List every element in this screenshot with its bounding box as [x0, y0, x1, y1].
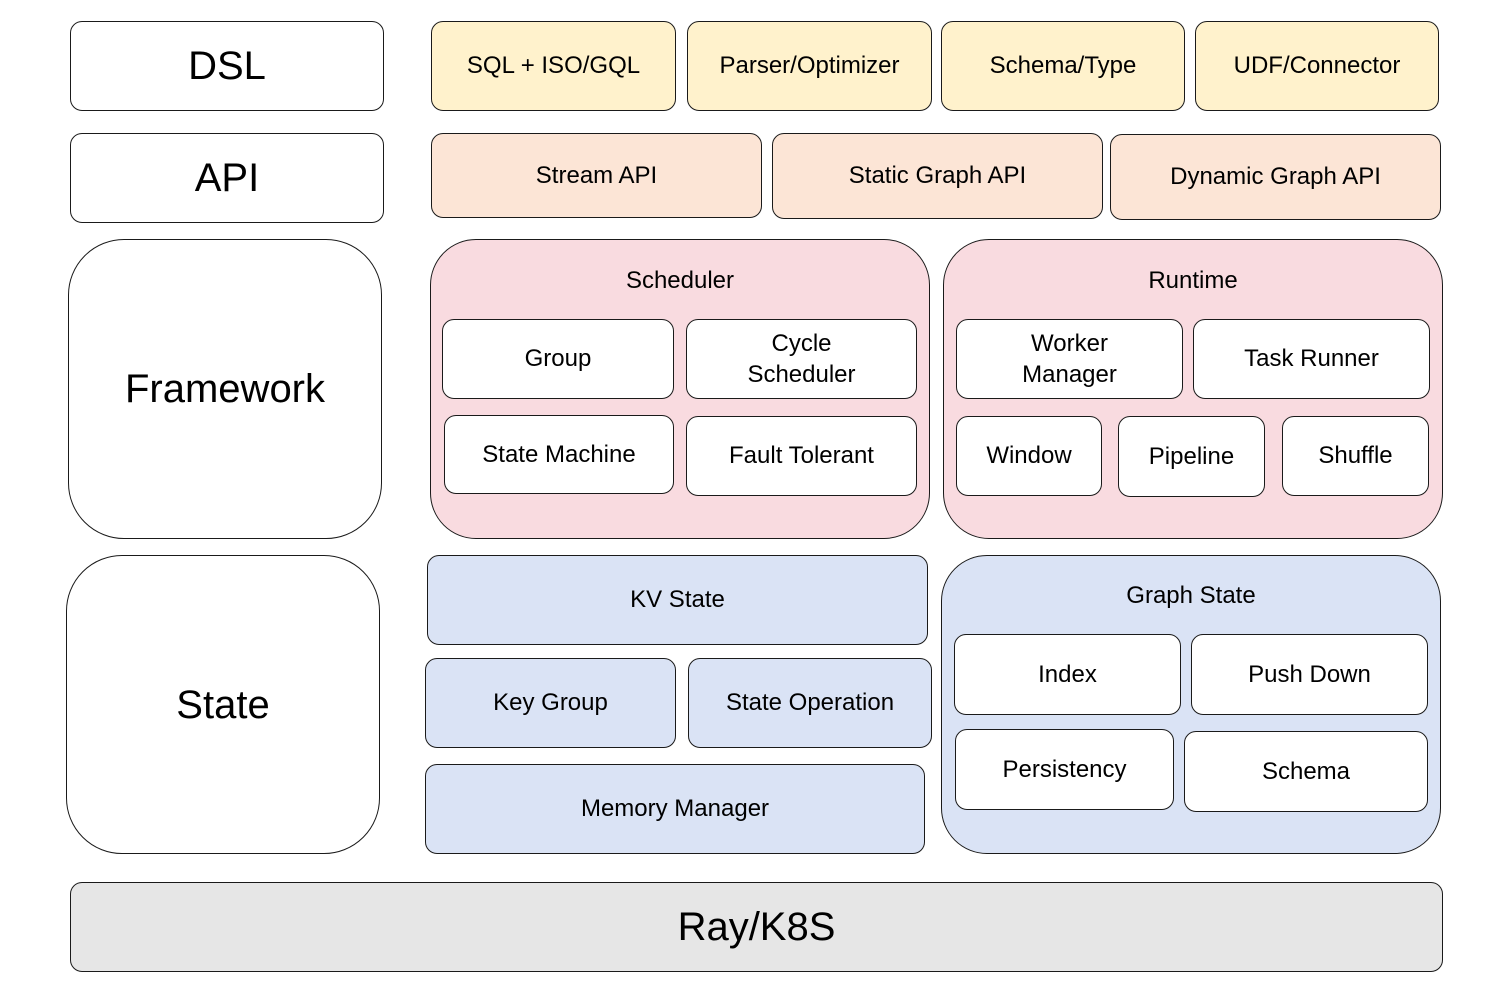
- dsl-parser-optimizer: Parser/Optimizer: [687, 21, 932, 111]
- component-label: State Machine: [482, 440, 636, 468]
- layer-label-state: State: [66, 555, 380, 854]
- component-label: Static Graph API: [848, 162, 1027, 190]
- component-label: Dynamic Graph API: [1170, 163, 1381, 191]
- layer-label-api: API: [70, 133, 384, 223]
- runtime-task-runner: Task Runner: [1193, 319, 1430, 399]
- state-state-operation: State Operation: [688, 658, 932, 748]
- component-label: Window: [986, 442, 1072, 470]
- layer-label-text: Framework: [124, 367, 326, 411]
- layer-label-text: API: [194, 156, 260, 200]
- component-label: Task Runner: [1244, 345, 1379, 373]
- graph-state-title: Graph State: [1126, 582, 1256, 609]
- layer-label-text: State: [176, 682, 270, 727]
- graph-state-schema: Schema: [1184, 731, 1428, 812]
- graph-state-index: Index: [954, 634, 1181, 715]
- dsl-sql-iso-gql: SQL + ISO/GQL: [431, 21, 676, 111]
- runtime-pipeline: Pipeline: [1118, 416, 1265, 497]
- runtime-worker-manager: Worker Manager: [956, 319, 1183, 399]
- component-label: Cycle Scheduler: [747, 329, 856, 388]
- component-label: Schema/Type: [989, 52, 1137, 80]
- component-label: Fault Tolerant: [729, 442, 874, 470]
- graph-state-push-down: Push Down: [1191, 634, 1428, 715]
- api-static-graph: Static Graph API: [772, 133, 1103, 219]
- component-label: Group: [524, 345, 592, 373]
- component-label: UDF/Connector: [1233, 52, 1401, 80]
- scheduler-group-box: Group: [442, 319, 674, 399]
- component-label: Shuffle: [1318, 442, 1393, 470]
- component-label: Stream API: [535, 161, 658, 189]
- component-label: Schema: [1261, 757, 1351, 785]
- component-label: Memory Manager: [580, 795, 770, 823]
- scheduler-cycle-scheduler: Cycle Scheduler: [686, 319, 917, 399]
- api-dynamic-graph: Dynamic Graph API: [1110, 134, 1441, 220]
- component-label: Key Group: [493, 689, 608, 717]
- runtime-shuffle: Shuffle: [1282, 416, 1429, 496]
- component-label: Parser/Optimizer: [719, 52, 900, 80]
- component-label: KV State: [630, 586, 725, 614]
- state-kv-state: KV State: [427, 555, 928, 645]
- dsl-schema-type: Schema/Type: [941, 21, 1185, 111]
- dsl-udf-connector: UDF/Connector: [1195, 21, 1439, 111]
- layer-label-dsl: DSL: [70, 21, 384, 111]
- layer-label-framework: Framework: [68, 239, 382, 539]
- scheduler-state-machine: State Machine: [444, 415, 674, 494]
- scheduler-fault-tolerant: Fault Tolerant: [686, 416, 917, 496]
- component-label: Worker Manager: [1022, 329, 1117, 388]
- state-key-group: Key Group: [425, 658, 676, 748]
- runtime-title: Runtime: [1148, 267, 1238, 294]
- api-stream: Stream API: [431, 133, 762, 218]
- scheduler-title: Scheduler: [625, 267, 735, 294]
- base-ray-k8s: Ray/K8S: [70, 882, 1443, 972]
- component-label: Persistency: [1002, 755, 1127, 783]
- component-label: Push Down: [1248, 660, 1371, 688]
- component-label: Pipeline: [1148, 442, 1235, 470]
- graph-state-persistency: Persistency: [955, 729, 1174, 810]
- layer-label-text: DSL: [188, 44, 266, 88]
- component-label: State Operation: [725, 689, 895, 717]
- component-label: SQL + ISO/GQL: [466, 52, 641, 80]
- base-label: Ray/K8S: [677, 905, 836, 949]
- state-memory-manager: Memory Manager: [425, 764, 925, 854]
- runtime-window: Window: [956, 416, 1102, 496]
- component-label: Index: [1038, 660, 1097, 688]
